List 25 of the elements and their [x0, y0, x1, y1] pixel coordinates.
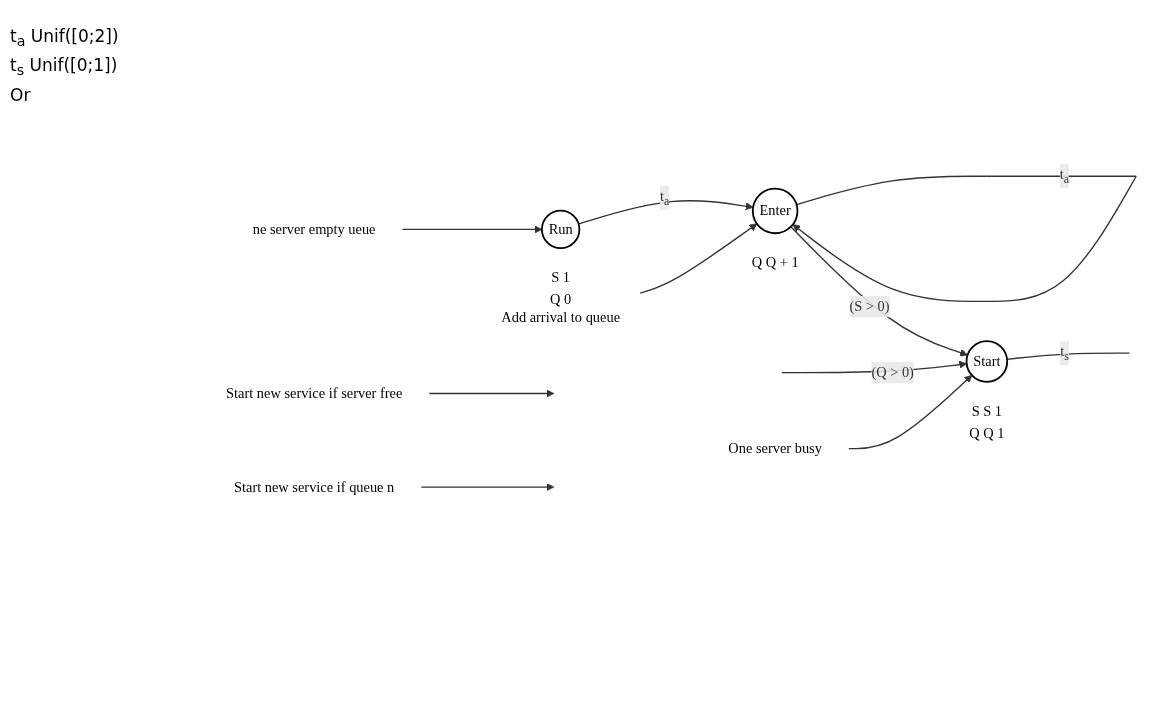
- note-text: Or: [10, 84, 32, 105]
- edge-label: t$_{a}$: [1059, 166, 1070, 186]
- arrow: [639, 223, 758, 294]
- edge-label: t$_{s}$: [1060, 340, 1069, 366]
- state-change-text: Q Q + 1: [751, 254, 799, 271]
- event-circle: Enter: [751, 187, 799, 235]
- edge-label: t$_{a}$: [659, 185, 670, 210]
- arrow: [848, 374, 973, 450]
- note-text: t$_{a}$ Unif([0;2]): [10, 26, 120, 50]
- arrow: [792, 175, 1137, 302]
- annotation-text: Start new service if server free: [226, 385, 403, 401]
- edge-label: (S > 0): [849, 295, 890, 318]
- note-text: t$_{s}$ Unif([0;1]): [10, 55, 119, 79]
- arrow: [420, 483, 555, 492]
- arrow: [401, 225, 543, 234]
- annotation-text: One server busy: [728, 440, 822, 456]
- state-change-text: S S 1 Q Q 1: [969, 403, 1005, 441]
- arrow: [428, 389, 555, 398]
- annotation-text: Add arrival to queue: [501, 309, 621, 325]
- annotation-text: Start new service if queue n: [234, 479, 395, 495]
- event-circle: Start: [965, 340, 1009, 383]
- state-change-text: S 1 Q 0: [550, 269, 572, 307]
- annotation-text: ne server empty ueue: [252, 221, 376, 237]
- edge-label: (Q > 0): [871, 361, 914, 384]
- event-circle: Run: [541, 209, 581, 250]
